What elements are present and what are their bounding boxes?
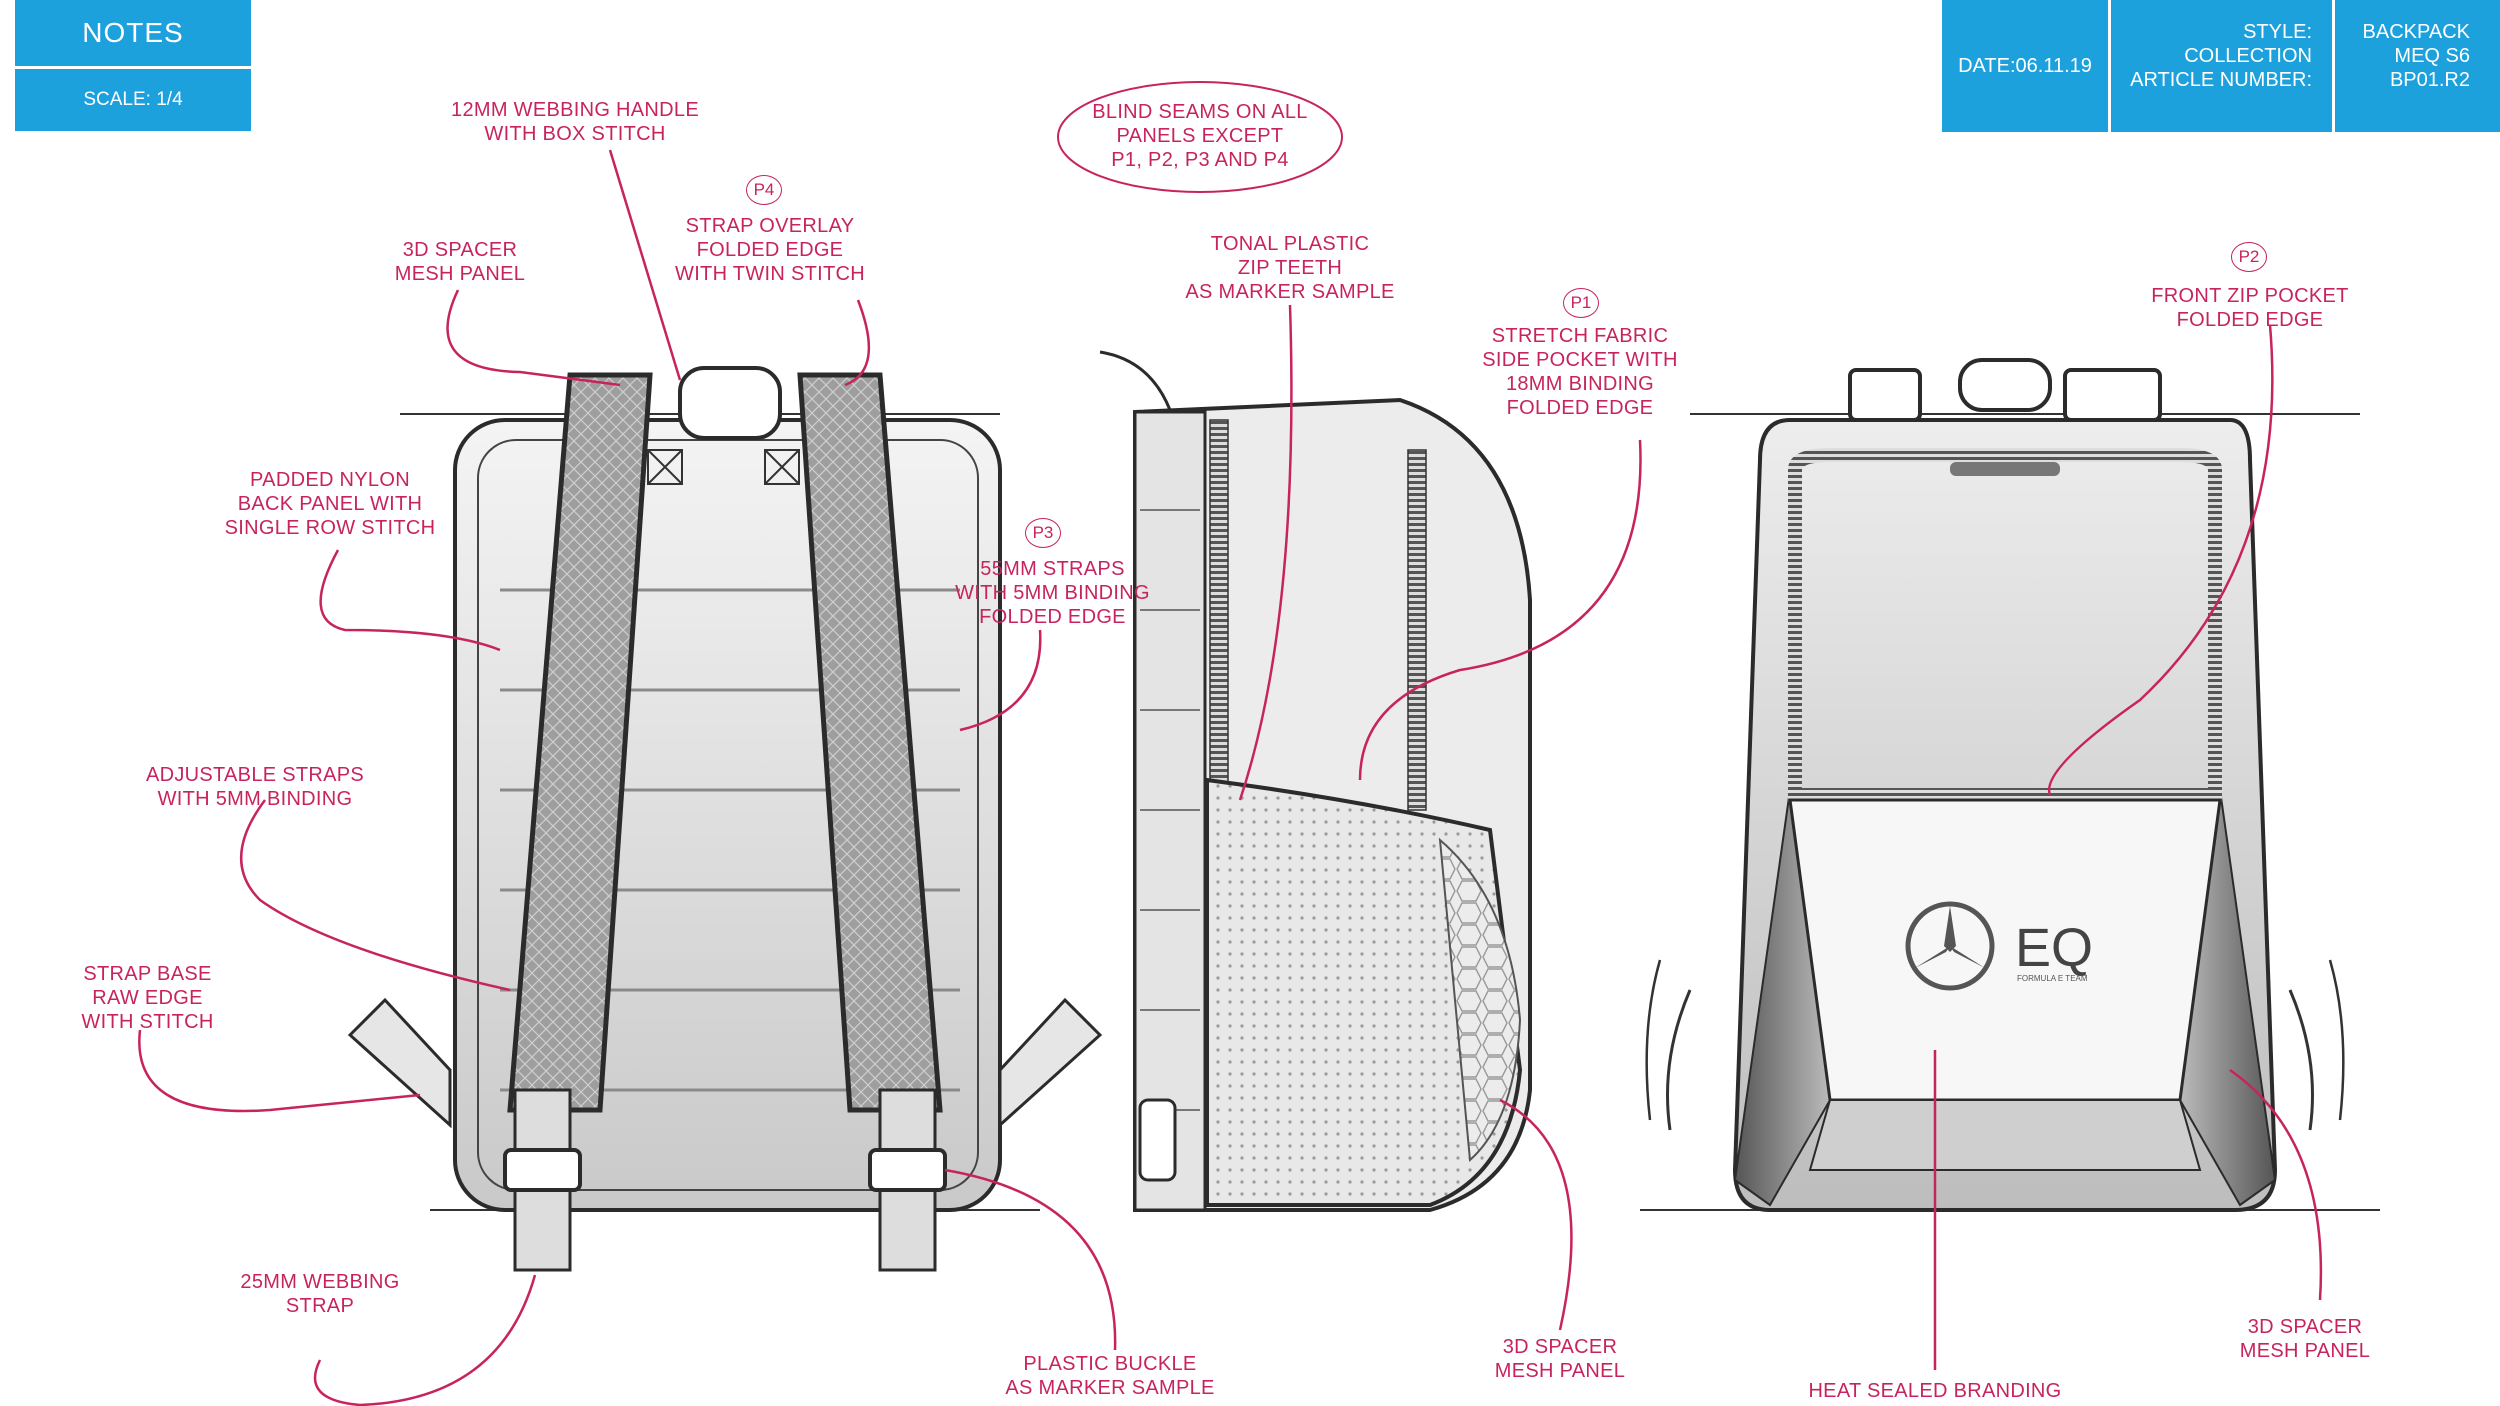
tag-p2: P2	[2231, 242, 2267, 272]
left-strap-base	[347, 997, 452, 1129]
side-zip-front	[1407, 449, 1427, 811]
side-view	[1099, 350, 1532, 1212]
callout-front-zip: FRONT ZIP POCKET FOLDED EDGE	[2151, 285, 2349, 331]
collection-value: MEQ S6	[2394, 45, 2470, 67]
side-buckle	[1138, 1098, 1177, 1182]
side-strap-curve	[1099, 350, 1172, 411]
top-handle	[678, 366, 782, 440]
callout-spacer-mesh-side: 3D SPACER MESH PANEL	[1494, 1336, 1626, 1382]
star-logo-icon	[1905, 901, 1995, 991]
front-zip-track	[1788, 448, 2222, 802]
front-handle-right	[2063, 368, 2162, 422]
callout-blind-seams: BLIND SEAMS ON ALL PANELS EXCEPT P1, P2,…	[1092, 101, 1308, 171]
zip-pullers	[1950, 462, 2060, 476]
box-stitch-left	[647, 449, 683, 485]
callout-heat-sealed: HEAT SEALED BRANDING	[1808, 1380, 2062, 1402]
style-label: STYLE:	[2243, 21, 2312, 43]
leader-adjustable-straps	[240, 799, 511, 992]
left-shoulder-strap	[507, 372, 653, 1113]
scale-label: SCALE: 1/4	[15, 69, 251, 131]
right-strap-base	[998, 997, 1103, 1129]
callout-webbing-handle: 12MM WEBBING HANDLE WITH BOX STITCH	[451, 99, 699, 145]
leader-spacer-mesh-side	[1499, 1098, 1573, 1331]
date-text: DATE:06.11.19	[1958, 55, 2092, 77]
leader-plastic-buckle	[944, 1168, 1117, 1351]
blind-seams-ellipse	[1057, 81, 1343, 193]
front-branding-panel	[1788, 798, 2222, 1102]
leader-stretch-fabric	[1358, 439, 1642, 781]
date-field: DATE:06.11.19	[1942, 0, 2108, 132]
leader-zip-teeth	[1238, 304, 1293, 801]
front-view: EQ FORMULA E TEAM	[1645, 358, 2345, 1212]
leader-strap-base	[138, 1029, 421, 1113]
box-stitch-right	[764, 449, 800, 485]
front-right-strap-curve	[2288, 989, 2314, 1131]
side-zip-back	[1209, 419, 1229, 811]
back-view	[347, 366, 1103, 1272]
front-handle-left	[1848, 368, 1922, 422]
right-buckle	[868, 1148, 947, 1192]
style-value: BACKPACK	[2362, 21, 2470, 43]
front-base-panel	[1808, 1099, 2202, 1171]
tag-p4: P4	[746, 175, 782, 205]
title-block-values: BACKPACK MEQ S6 BP01.R2	[2335, 0, 2500, 132]
callout-webbing-strap: 25MM WEBBING STRAP	[240, 1271, 400, 1317]
side-stretch-pocket	[1205, 777, 1523, 1207]
leader-spacer-mesh-front	[2229, 1068, 2323, 1301]
right-shoulder-strap	[797, 372, 943, 1113]
tag-p1: P1	[1563, 288, 1599, 318]
callout-adjustable-straps: ADJUSTABLE STRAPS WITH 5MM BINDING	[145, 764, 365, 810]
callout-strap-overlay: STRAP OVERLAY FOLDED EDGE WITH TWIN STIT…	[675, 215, 865, 285]
leader-strap-overlay	[844, 299, 871, 387]
tag-p3: P3	[1025, 518, 1061, 548]
callout-55mm-straps: 55MM STRAPS WITH 5MM BINDING FOLDED EDGE	[955, 558, 1150, 628]
side-spacer-mesh	[1438, 837, 1522, 1163]
eq-logo-subtext: FORMULA E TEAM	[2017, 974, 2088, 983]
callout-padded-nylon: PADDED NYLON BACK PANEL WITH SINGLE ROW …	[224, 469, 436, 539]
callout-zip-teeth: TONAL PLASTIC ZIP TEETH AS MARKER SAMPLE	[1185, 233, 1395, 303]
collection-label: COLLECTION	[2184, 45, 2312, 67]
article-number-label: ARTICLE NUMBER:	[2130, 69, 2312, 91]
left-buckle	[503, 1148, 582, 1192]
front-left-strap-curve	[1666, 989, 1692, 1131]
leader-webbing-handle	[608, 149, 682, 381]
leader-webbing-strap	[313, 1274, 537, 1406]
callout-strap-base: STRAP BASE RAW EDGE WITH STITCH	[81, 963, 214, 1033]
article-number-value: BP01.R2	[2389, 69, 2470, 91]
eq-logo-text: EQ	[2015, 918, 2093, 978]
leader-55mm-straps	[959, 629, 1042, 732]
front-top-handle	[1958, 358, 2052, 412]
title-block-labels: STYLE: COLLECTION ARTICLE NUMBER:	[2111, 0, 2332, 132]
callout-spacer-mesh-front: 3D SPACER MESH PANEL	[2239, 1316, 2371, 1362]
leader-padded-nylon	[319, 549, 501, 652]
callout-stretch-fabric: STRETCH FABRIC SIDE POCKET WITH 18MM BIN…	[1482, 325, 1678, 419]
leader-front-zip	[2047, 324, 2274, 796]
notes-title: NOTES	[15, 0, 251, 66]
callout-plastic-buckle: PLASTIC BUCKLE AS MARKER SAMPLE	[1005, 1353, 1215, 1399]
callout-spacer-mesh-top: 3D SPACER MESH PANEL	[394, 239, 526, 285]
leader-lines	[138, 149, 2323, 1406]
leader-spacer-mesh-top	[446, 289, 621, 387]
